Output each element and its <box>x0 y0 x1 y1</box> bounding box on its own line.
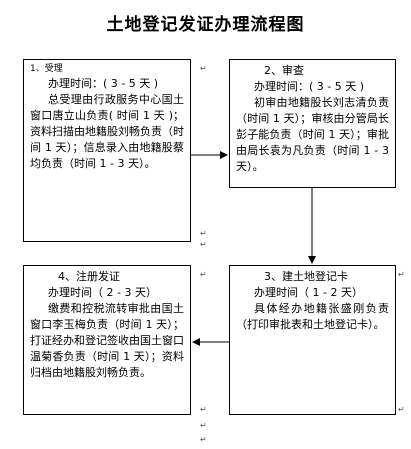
paragraph-mark: ↵ <box>200 421 207 430</box>
paragraph-mark: ↵ <box>290 18 297 27</box>
step-issue-certificate-time: 办理时间（ 2 - 3 天） <box>48 286 157 299</box>
step-accept-heading: 1、受理 <box>30 64 63 74</box>
paragraph-mark: ↵ <box>200 435 207 444</box>
step-register-card-heading: 3、建土地登记卡 <box>264 270 348 283</box>
paragraph-mark: ↵ <box>200 240 207 249</box>
step-accept-time: 办理时间：( 3 - 5 天 ) <box>48 77 159 90</box>
step-register-card-time: 办理时间（ 1 - 2 天） <box>254 286 363 299</box>
paragraph-mark: ↵ <box>200 405 207 414</box>
paragraph-mark: ↵ <box>200 229 207 238</box>
step-review-heading: 2、审查 <box>264 64 304 77</box>
step-issue-certificate-heading: 4、注册发证 <box>58 270 120 283</box>
step-accept-box: 1、受理 办理时间：( 3 - 5 天 ) 总受理由行政服务中心国土窗口唐立山负… <box>23 59 191 242</box>
step-issue-certificate-body: 缴费和控税流转审批由国土窗口李玉梅负责（时间 1 天）；打证经办和登记签收由国土… <box>30 302 184 379</box>
step-accept-body: 总受理由行政服务中心国土窗口唐立山负责( 时间 1 天 )；资料扫描由地籍股刘畅… <box>30 93 184 170</box>
step-register-card-body: 具体经办地籍张盛刚负责（打印审批表和土地登记卡）。 <box>236 302 389 331</box>
page-title: 土地登记发证办理流程图 <box>106 15 305 35</box>
paragraph-mark: ↵ <box>200 64 207 73</box>
step-register-card-box: 3、建土地登记卡 办理时间（ 1 - 2 天） 具体经办地籍张盛刚负责（打印审批… <box>229 265 396 415</box>
paragraph-mark: ↵ <box>200 270 207 279</box>
paragraph-mark: ↵ <box>398 270 405 279</box>
step-review-box: 2、审查 办理时间：( 3 - 5 天 ) 初审由地籍股长刘志清负责（时间 1 … <box>229 59 396 188</box>
step-issue-certificate-box: 4、注册发证 办理时间（ 2 - 3 天） 缴费和控税流转审批由国土窗口李玉梅负… <box>23 265 191 415</box>
step-review-body: 初审由地籍股长刘志清负责（时间 1 天）；审核由分管局长彭子能负责（时间 1 天… <box>236 96 389 173</box>
step-review-time: 办理时间：( 3 - 5 天 ) <box>254 80 365 93</box>
paragraph-mark: ↵ <box>398 405 405 414</box>
